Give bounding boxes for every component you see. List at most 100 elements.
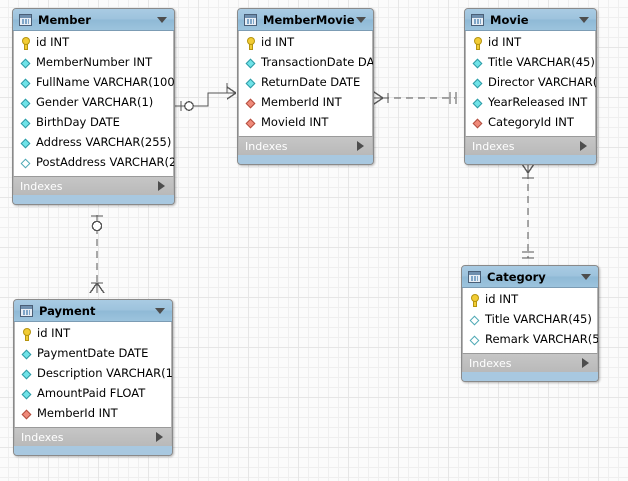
field-row[interactable]: Director VARCHAR(45) [466, 73, 597, 93]
table-footer [238, 155, 373, 164]
table-footer [14, 446, 172, 455]
table-title: Category [487, 269, 546, 284]
table-header-category[interactable]: Category [462, 266, 598, 288]
table-icon [244, 13, 257, 26]
table-icon [20, 304, 33, 317]
table-header-payment[interactable]: Payment [14, 300, 172, 322]
chevron-right-icon[interactable] [580, 141, 587, 151]
field-row[interactable]: ReturnDate DATE [239, 73, 372, 93]
chevron-down-icon[interactable] [157, 16, 167, 23]
column-icon [20, 77, 33, 90]
table-footer [13, 195, 174, 204]
indexes-label: Indexes [245, 139, 288, 153]
column-icon [21, 368, 34, 381]
field-row[interactable]: Address VARCHAR(255) [14, 133, 173, 153]
chevron-down-icon[interactable] [579, 16, 589, 23]
field-row[interactable]: PostAddress VARCHAR(255) [14, 153, 175, 173]
field-row[interactable]: BirthDay DATE [14, 113, 173, 133]
table-header-membermovie[interactable]: MemberMovie [238, 9, 373, 31]
table-header-movie[interactable]: Movie [465, 9, 596, 31]
indexes-section-membermovie[interactable]: Indexes [238, 136, 373, 155]
relationship-membermovie-movie [373, 91, 457, 105]
indexes-label: Indexes [20, 179, 63, 193]
column-icon [472, 77, 485, 90]
table-card-member[interactable]: Member id INT MemberNumber INT FullName VAR… [12, 8, 175, 205]
indexes-label: Indexes [21, 430, 64, 444]
field-row[interactable]: Description VARCHAR(100) [15, 364, 172, 384]
field-row[interactable]: MovieId INT [239, 113, 372, 133]
field-label: Director VARCHAR(45) [488, 75, 597, 90]
field-row[interactable]: id INT [239, 33, 372, 53]
table-card-movie[interactable]: Movie id INT Title VARCHAR(45) Director VAR… [464, 8, 597, 165]
indexes-section-payment[interactable]: Indexes [14, 427, 172, 446]
table-fields-membermovie: id INT TransactionDate DATE ReturnDate DAT… [238, 31, 373, 136]
field-row[interactable]: AmountPaid FLOAT [15, 384, 171, 404]
column-icon [20, 117, 33, 130]
table-header-member[interactable]: Member [13, 9, 174, 31]
table-title: Member [38, 12, 91, 27]
field-label: MemberId INT [37, 406, 118, 421]
field-row[interactable]: id INT [15, 324, 171, 344]
key-icon [21, 328, 34, 341]
chevron-down-icon[interactable] [356, 16, 366, 23]
column-icon [20, 137, 33, 150]
key-icon [245, 37, 258, 50]
table-fields-movie: id INT Title VARCHAR(45) Director VARCHAR(… [465, 31, 596, 136]
table-card-membermovie[interactable]: MemberMovie id INT TransactionDate DATE Ret… [237, 8, 374, 165]
table-card-category[interactable]: Category id INT Title VARCHAR(45) Remark VA… [461, 265, 599, 382]
field-row[interactable]: YearReleased INT [466, 93, 595, 113]
field-row[interactable]: id INT [466, 33, 595, 53]
chevron-right-icon[interactable] [158, 181, 165, 191]
field-row[interactable]: CategoryId INT [466, 113, 595, 133]
field-label: TransactionDate DATE [261, 55, 374, 70]
table-title: Movie [490, 12, 529, 27]
nullable-column-icon [469, 334, 482, 347]
field-row[interactable]: Remark VARCHAR(500) [463, 330, 599, 350]
field-label: PostAddress VARCHAR(255) [36, 155, 175, 170]
column-icon [20, 97, 33, 110]
field-row[interactable]: MemberNumber INT [14, 53, 173, 73]
column-icon [21, 388, 34, 401]
field-label: Gender VARCHAR(1) [36, 95, 154, 110]
chevron-right-icon[interactable] [582, 358, 589, 368]
field-label: FullName VARCHAR(100) [36, 75, 175, 90]
column-icon [20, 57, 33, 70]
table-title: MemberMovie [263, 12, 355, 27]
field-row[interactable]: TransactionDate DATE [239, 53, 374, 73]
field-label: id INT [37, 326, 71, 341]
field-row[interactable]: Title VARCHAR(45) [466, 53, 595, 73]
key-icon [469, 294, 482, 307]
indexes-section-movie[interactable]: Indexes [465, 136, 596, 155]
field-label: id INT [485, 292, 519, 307]
column-icon [21, 348, 34, 361]
field-label: MemberNumber INT [36, 55, 153, 70]
indexes-section-member[interactable]: Indexes [13, 176, 174, 195]
field-label: MemberId INT [261, 95, 342, 110]
relationship-member-payment [89, 215, 105, 294]
field-label: Remark VARCHAR(500) [485, 332, 599, 347]
nullable-column-icon [20, 157, 33, 170]
field-row[interactable]: MemberId INT [15, 404, 171, 424]
field-label: Title VARCHAR(45) [485, 312, 592, 327]
field-label: ReturnDate DATE [261, 75, 361, 90]
field-row[interactable]: MemberId INT [239, 93, 372, 113]
chevron-down-icon[interactable] [581, 273, 591, 280]
field-row[interactable]: id INT [14, 33, 173, 53]
key-icon [20, 37, 33, 50]
field-label: Title VARCHAR(45) [488, 55, 595, 70]
chevron-right-icon[interactable] [156, 432, 163, 442]
field-row[interactable]: FullName VARCHAR(100) [14, 73, 175, 93]
chevron-down-icon[interactable] [155, 307, 165, 314]
column-icon [472, 57, 485, 70]
field-row[interactable]: Title VARCHAR(45) [463, 310, 597, 330]
field-row[interactable]: PaymentDate DATE [15, 344, 171, 364]
field-label: AmountPaid FLOAT [37, 386, 146, 401]
chevron-right-icon[interactable] [357, 141, 364, 151]
field-row[interactable]: id INT [463, 290, 597, 310]
column-icon [245, 77, 258, 90]
field-row[interactable]: Gender VARCHAR(1) [14, 93, 173, 113]
field-label: Address VARCHAR(255) [36, 135, 172, 150]
indexes-section-category[interactable]: Indexes [462, 353, 598, 372]
